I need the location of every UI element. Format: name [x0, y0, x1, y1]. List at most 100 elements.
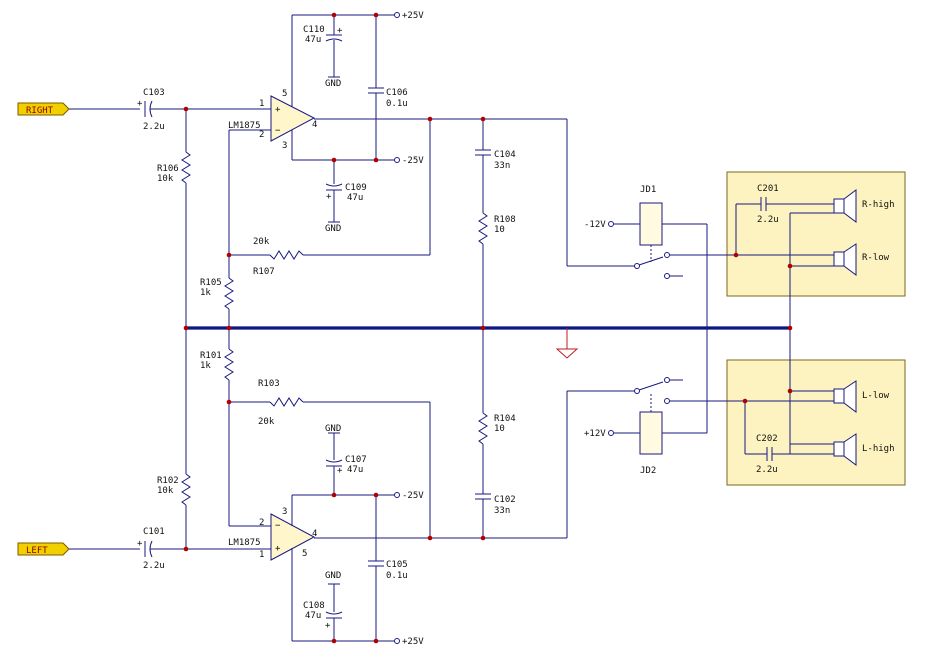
speaker-l-high: L-high [833, 433, 895, 466]
svg-text:-25V: -25V [402, 491, 424, 501]
resistor-r103 [269, 397, 304, 407]
svg-text:10k: 10k [157, 174, 174, 184]
svg-text:1: 1 [259, 550, 264, 560]
svg-text:GND: GND [325, 424, 341, 434]
svg-text:5: 5 [302, 549, 307, 559]
svg-text:4: 4 [312, 529, 317, 539]
svg-text:+: + [337, 466, 343, 476]
svg-text:2.2u: 2.2u [143, 561, 165, 571]
svg-text:C110: C110 [303, 25, 325, 35]
svg-text:-25V: -25V [402, 156, 424, 166]
svg-text:3: 3 [282, 507, 287, 517]
speaker-r-high: R-high [833, 189, 895, 223]
svg-text:C107: C107 [345, 455, 367, 465]
svg-text:47u: 47u [305, 35, 321, 45]
left-input-tag: LEFT [17, 542, 70, 556]
right-speaker-box [726, 171, 906, 297]
capacitor-c103: + C103 2.2u [137, 88, 165, 132]
svg-text:C104: C104 [494, 150, 516, 160]
svg-text:47u: 47u [305, 611, 321, 621]
svg-text:0.1u: 0.1u [386, 571, 408, 581]
svg-text:4: 4 [312, 120, 317, 130]
svg-text:L-low: L-low [862, 391, 890, 401]
svg-text:C102: C102 [494, 495, 516, 505]
svg-text:−: − [275, 126, 281, 136]
svg-text:R102: R102 [157, 476, 179, 486]
svg-text:+: + [326, 192, 332, 202]
svg-text:C105: C105 [386, 560, 408, 570]
svg-text:JD2: JD2 [640, 466, 656, 476]
svg-text:2.2u: 2.2u [143, 122, 165, 132]
svg-text:2: 2 [259, 130, 264, 140]
svg-text:R104: R104 [494, 414, 516, 424]
svg-text:R101: R101 [200, 351, 222, 361]
svg-text:-12V: -12V [584, 220, 606, 230]
svg-text:LM1875: LM1875 [228, 538, 261, 548]
svg-text:+: + [275, 105, 281, 115]
svg-text:GND: GND [325, 224, 341, 234]
svg-text:20k: 20k [258, 417, 275, 427]
svg-text:−: − [275, 521, 281, 531]
svg-text:C202: C202 [756, 434, 778, 444]
relay-jd1: JD1 -12V [584, 185, 708, 433]
resistor-r107 [269, 250, 304, 260]
svg-text:+: + [337, 26, 343, 36]
svg-text:+25V: +25V [402, 11, 424, 21]
resistor-r108 [478, 212, 488, 245]
svg-text:10k: 10k [157, 486, 174, 496]
ground-symbol [555, 328, 579, 359]
svg-text:GND: GND [325, 571, 341, 581]
svg-text:R-high: R-high [862, 200, 895, 210]
svg-text:2: 2 [259, 518, 264, 528]
svg-text:C106: C106 [386, 88, 408, 98]
svg-text:R107: R107 [253, 267, 275, 277]
capacitor-c201: C201 2.2u [736, 184, 834, 225]
svg-text:R108: R108 [494, 215, 516, 225]
svg-text:R-low: R-low [862, 253, 890, 263]
svg-text:10: 10 [494, 225, 505, 235]
svg-text:GND: GND [325, 79, 341, 89]
svg-text:47u: 47u [347, 465, 363, 475]
svg-text:3: 3 [282, 141, 287, 151]
svg-text:C103: C103 [143, 88, 165, 98]
resistor-r104 [478, 412, 488, 445]
opamp-lm1875-right: + − 1 2 5 3 4 LM1875 [228, 89, 317, 151]
resistor-r101 [224, 348, 234, 381]
svg-text:33n: 33n [494, 506, 510, 516]
svg-text:0.1u: 0.1u [386, 99, 408, 109]
svg-text:LM1875: LM1875 [228, 121, 261, 131]
junction-dots [183, 12, 793, 644]
opamp-lm1875-left: − + 2 1 3 5 4 LM1875 [228, 507, 317, 561]
svg-text:33n: 33n [494, 161, 510, 171]
speaker-r-low: R-low [833, 243, 890, 276]
svg-text:1k: 1k [200, 288, 211, 298]
svg-text:5: 5 [282, 89, 287, 99]
svg-text:1k: 1k [200, 361, 211, 371]
svg-text:C109: C109 [345, 183, 367, 193]
svg-text:JD1: JD1 [640, 185, 656, 195]
svg-text:C108: C108 [303, 601, 325, 611]
relay-jd2: +12V JD2 [584, 377, 707, 476]
svg-text:LEFT: LEFT [26, 546, 48, 556]
svg-text:L-high: L-high [862, 444, 895, 454]
svg-text:+25V: +25V [402, 637, 424, 647]
svg-text:+: + [137, 539, 143, 549]
svg-text:R105: R105 [200, 278, 222, 288]
svg-text:RIGHT: RIGHT [26, 106, 54, 116]
svg-text:R106: R106 [157, 164, 179, 174]
svg-text:47u: 47u [347, 193, 363, 203]
resistor-r105 [224, 277, 234, 310]
resistor-r106 [181, 151, 191, 184]
right-input-tag: RIGHT [17, 102, 70, 116]
svg-text:+: + [137, 99, 143, 109]
speaker-l-low: L-low [833, 380, 890, 413]
svg-text:R103: R103 [258, 379, 280, 389]
svg-text:C101: C101 [143, 527, 165, 537]
svg-text:2.2u: 2.2u [757, 215, 779, 225]
svg-text:+: + [275, 544, 281, 554]
svg-text:10: 10 [494, 424, 505, 434]
svg-text:+12V: +12V [584, 429, 606, 439]
left-speaker-box [726, 359, 906, 486]
